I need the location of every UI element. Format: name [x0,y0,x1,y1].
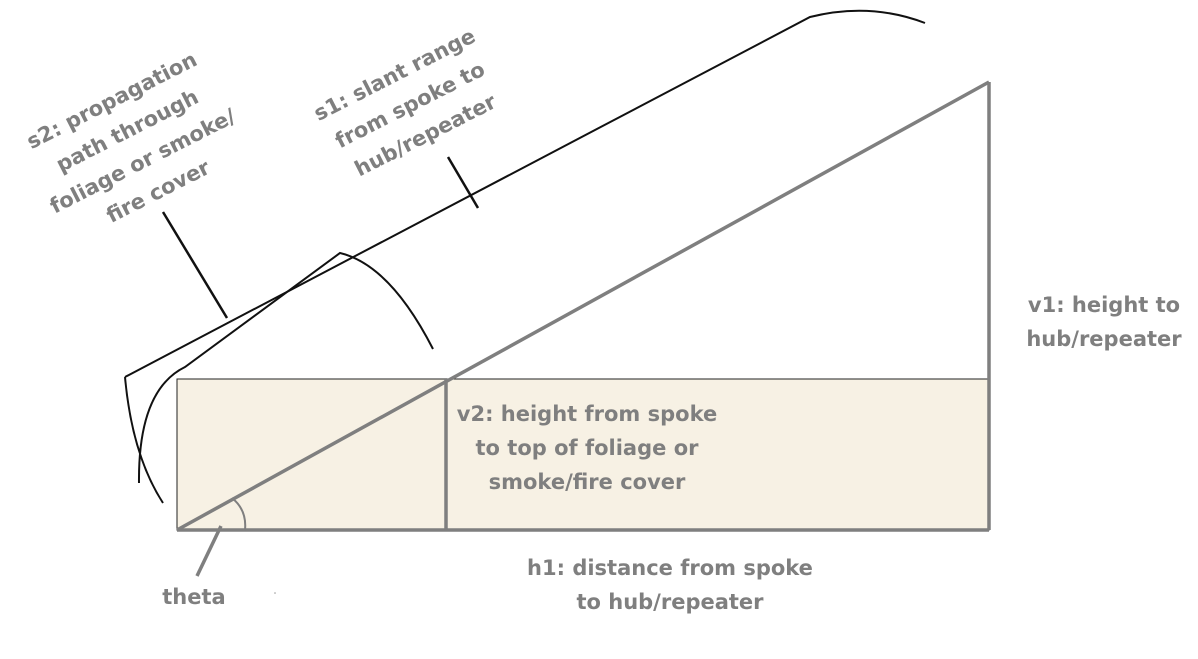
v1-label-line-2: hub/repeater [1026,327,1182,351]
h1-label-line-2: to hub/repeater [576,590,764,614]
theta-label-text: theta [162,585,226,609]
s2-leader [161,211,229,319]
v2-label-line-1: v2: height from spoke [456,402,718,426]
v2-label-line-3: smoke/fire cover [488,470,686,494]
v2-label-line-2: to top of foliage or [475,436,699,460]
s2-bracket [137,251,434,484]
h1-label: h1: distance from spoke to hub/repeater [520,551,820,619]
stray-dot [274,592,276,594]
v1-label: v1: height to hub/repeater [1016,288,1192,356]
s1-left-hook [124,376,164,504]
s1-bracket [124,9,926,378]
theta-pointer [195,525,223,577]
v2-label: v2: height from spoke to top of foliage … [452,397,722,499]
s1-leader [446,156,480,209]
h1-label-line-1: h1: distance from spoke [527,556,813,580]
theta-arc [231,497,247,531]
v1-label-line-1: v1: height to [1027,293,1181,317]
theta-label: theta [150,580,238,614]
s1-slant-line [176,80,990,532]
